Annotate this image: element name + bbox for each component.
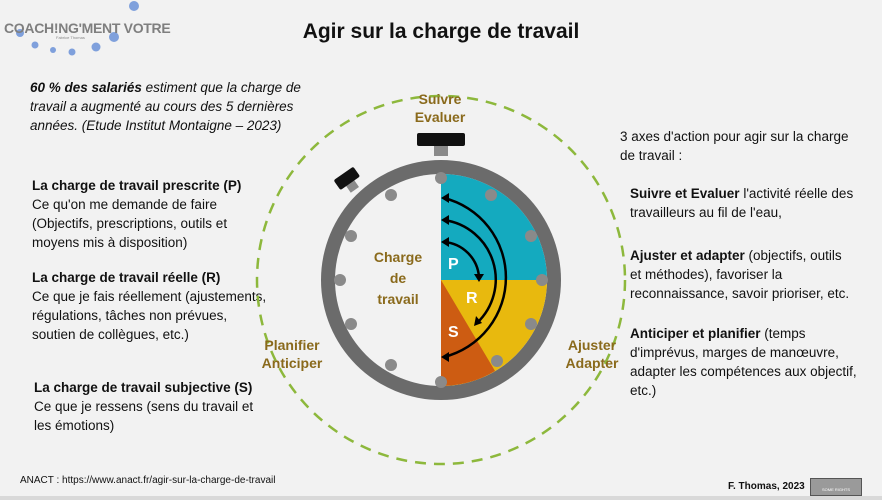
text-r: Ce que je fais réellement (ajustements, …	[32, 289, 267, 342]
item-text: l'activité réelle des travailleurs au fi…	[630, 186, 854, 220]
logo-text: COACH!NG'MENT VOTRE	[4, 20, 171, 36]
bottom-bar	[0, 496, 882, 500]
intro-rest: estiment que la charge de travail a augm…	[30, 80, 301, 133]
author-credit: F. Thomas, 2023	[728, 481, 805, 492]
left-block-r: La charge de travail réelle (R) Ce que je…	[32, 268, 267, 344]
cc-license-badge: SOME RIGHTS RESERVED	[810, 478, 862, 496]
right-item-anticiper: Anticiper et planifier (temps d'imprévus…	[630, 324, 860, 400]
stopwatch-top-button	[417, 133, 465, 146]
right-intro: 3 axes d'action pour agir sur la charge …	[620, 129, 849, 163]
segment-s	[441, 280, 495, 386]
heading-s: La charge de travail subjective (S)	[34, 380, 253, 395]
left-block-p: La charge de travail prescrite (P) Ce qu'…	[32, 176, 267, 252]
right-item-suivre: Suivre et Evaluer l'activité réelle des …	[630, 184, 855, 222]
source-link[interactable]: ANACT : https://www.anact.fr/agir-sur-la…	[20, 475, 276, 486]
text-s: Ce que je ressens (sens du travail et le…	[34, 399, 254, 433]
stopwatch-side-button	[334, 167, 360, 190]
label-suivre-evaluer: Suivre Evaluer	[414, 91, 466, 125]
page-title: Agir sur la charge de travail	[302, 20, 580, 43]
text-p: Ce qu'on me demande de faire (Objectifs,…	[32, 197, 228, 250]
cycle-dashed-circle	[255, 94, 627, 466]
label-s: S	[448, 324, 459, 341]
item-bold: Suivre et Evaluer	[630, 186, 740, 201]
right-item-ajuster: Ajuster et adapter (objectifs, outils et…	[630, 246, 855, 303]
logo-subtitle: Fabrice Thomas	[56, 35, 85, 40]
heading-p: La charge de travail prescrite (P)	[32, 178, 242, 193]
logo-dots	[16, 1, 139, 56]
item-text: (temps d'imprévus, marges de manœuvre, a…	[630, 326, 857, 398]
heading-r: La charge de travail réelle (R)	[32, 270, 221, 285]
clock-center-label: Charge de travail	[373, 249, 423, 307]
hour-marks	[334, 172, 548, 388]
item-bold: Ajuster et adapter	[630, 248, 745, 263]
item-text: (objectifs, outils et méthodes), favoris…	[630, 248, 850, 301]
label-p: P	[448, 256, 459, 273]
item-bold: Anticiper et planifier	[630, 326, 761, 341]
label-r: R	[466, 290, 478, 307]
intro-text: 60 % des salariés estiment que la charge…	[30, 78, 330, 135]
intro-bold: 60 % des salariés	[30, 80, 142, 95]
arrows	[443, 196, 508, 359]
label-planifier-anticiper: Planifier Anticiper	[261, 337, 323, 371]
label-ajuster-adapter: Ajuster Adapter	[565, 337, 619, 371]
left-block-s: La charge de travail subjective (S) Ce qu…	[34, 378, 269, 435]
